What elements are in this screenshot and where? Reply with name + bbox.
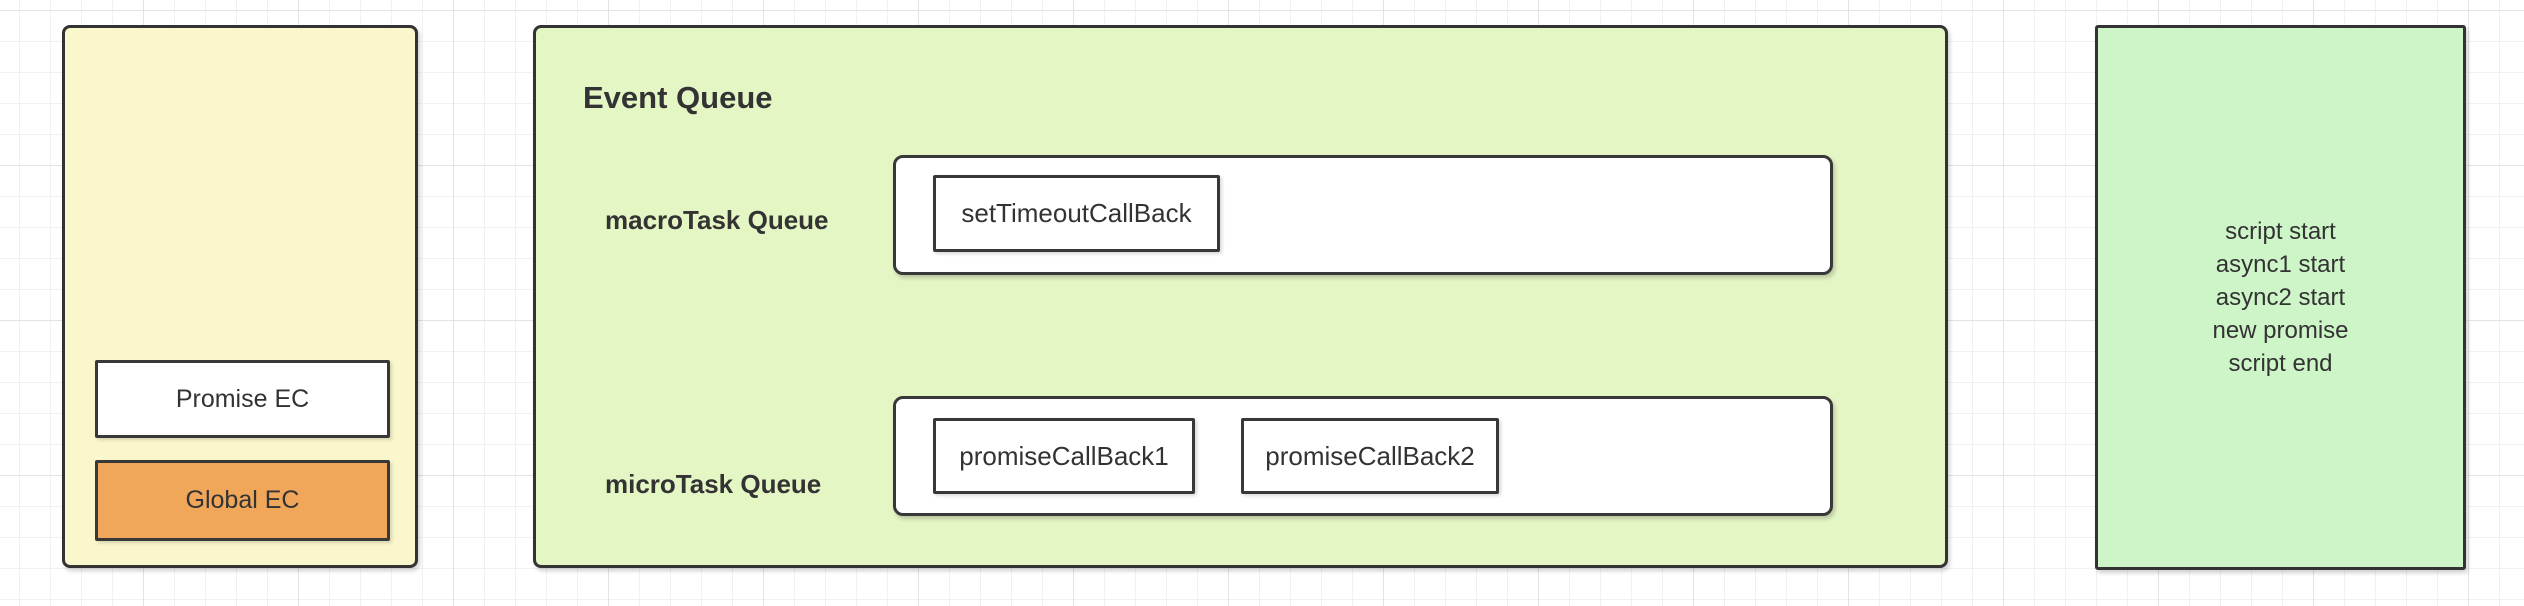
call-stack-panel: Promise EC Global EC [62, 25, 418, 568]
global-ec-frame: Global EC [95, 460, 390, 541]
console-output-panel: script start async1 start async2 start n… [2095, 25, 2466, 570]
output-line-1: script start [2225, 218, 2336, 245]
event-queue-title: Event Queue [583, 80, 773, 115]
macrotask-queue-track: setTimeoutCallBack [893, 155, 1833, 275]
promise-ec-label: Promise EC [175, 384, 310, 413]
global-ec-label: Global EC [185, 486, 300, 514]
microtask-item-promisecallback2: promiseCallBack2 [1241, 418, 1499, 494]
microtask-item-label-2: promiseCallBack2 [1265, 440, 1475, 471]
microtask-item-promisecallback1: promiseCallBack1 [933, 418, 1195, 494]
promise-ec-frame: Promise EC [95, 360, 390, 438]
output-line-3: async2 start [2215, 284, 2346, 311]
microtask-queue-track: promiseCallBack1 promiseCallBack2 [893, 396, 1833, 516]
microtask-item-label-1: promiseCallBack1 [959, 440, 1169, 471]
output-line-2: async1 start [2215, 251, 2346, 278]
output-line-4: new promise [2212, 317, 2349, 344]
macrotask-item-label: setTimeoutCallBack [961, 198, 1192, 228]
macrotask-item-settimeoutcallback: setTimeoutCallBack [933, 175, 1220, 252]
microtask-queue-label: microTask Queue [605, 469, 822, 499]
output-line-5: script end [2228, 350, 2333, 377]
macrotask-queue-label: macroTask Queue [605, 205, 829, 235]
event-queue-panel: Event Queue macroTask Queue setTimeoutCa… [533, 25, 1948, 568]
